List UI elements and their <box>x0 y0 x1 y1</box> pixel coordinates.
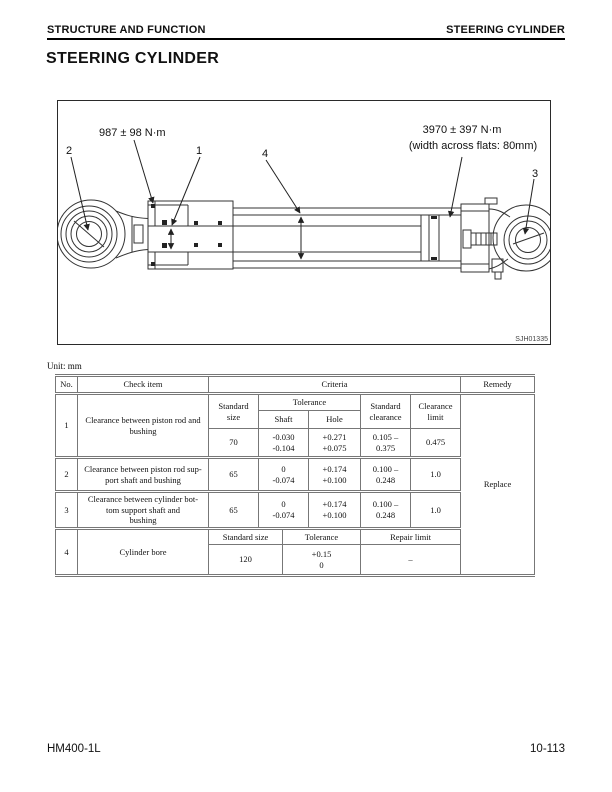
dimension-arrows <box>167 216 305 260</box>
row4-check-item: Cylinder bore <box>77 527 209 576</box>
rod-shank <box>115 210 149 259</box>
row1-check-item: Clearance between piston rod and bushing <box>77 392 209 458</box>
row3-shaft: 0 -0.074 <box>258 490 309 529</box>
torque-label-right-line1: 3970 ± 397 N·m <box>423 124 502 136</box>
col-header-criteria: Criteria <box>207 375 462 394</box>
row1-standard-clearance: 0.105 – 0.375 <box>360 428 411 458</box>
row4-repair-limit: – <box>359 544 462 576</box>
cylinder-diagram: 987 ± 98 N·m 2 1 4 3970 ± 397 N·m (width… <box>58 124 550 343</box>
cylinder-head <box>147 200 234 270</box>
callout-2: 2 <box>66 145 72 157</box>
subheader-tolerance: Tolerance <box>258 392 361 411</box>
row2-shaft: 0 -0.074 <box>258 456 309 492</box>
header-chapter-title: STEERING CYLINDER <box>446 24 565 36</box>
callout-1: 1 <box>196 145 202 157</box>
subheader-standard-clearance: Standard clearance <box>360 392 411 429</box>
unit-label: Unit: mm <box>47 361 82 371</box>
row2-standard-clearance: 0.100 – 0.248 <box>360 456 411 492</box>
figure-id: SJH01335 <box>515 336 548 343</box>
row2-hole: +0.174 +0.100 <box>308 456 361 492</box>
row1-no: 1 <box>55 392 78 458</box>
row1-clearance-limit: 0.475 <box>409 428 462 458</box>
bottom-cap <box>460 197 511 280</box>
criteria-subheader-row-1: 1 Clearance between piston rod and bushi… <box>55 392 536 576</box>
row4-subheader-standard-size: Standard size <box>208 527 283 545</box>
row4-subheader-repair-limit: Repair limit <box>359 527 462 545</box>
table-row-3: 3 Clearance between cylinder bot- tom su… <box>55 490 535 529</box>
table-row-4-values: 120 +0.15 0 – <box>56 544 535 576</box>
row1-shaft: -0.030 -0.104 <box>258 428 309 458</box>
row3-no: 3 <box>55 490 78 529</box>
subheader-hole: Hole <box>308 410 361 429</box>
remedy-value: Replace <box>460 392 536 576</box>
col-header-no: No. <box>55 375 78 394</box>
row1-hole: +0.271 +0.075 <box>308 428 361 458</box>
row2-clearance-limit: 1.0 <box>409 456 462 492</box>
piston-assembly <box>420 214 462 262</box>
col-header-check-item: Check item <box>77 375 209 394</box>
callout-3: 3 <box>532 168 538 180</box>
leader-lines <box>70 139 535 235</box>
table-header-row: No. Check item Criteria Remedy <box>55 375 536 394</box>
cylinder-barrel <box>232 207 462 269</box>
row1-standard-size: 70 <box>208 428 259 458</box>
cylinder-section-drawing <box>58 197 550 280</box>
subheader-clearance-limit: Clearance limit <box>409 392 462 429</box>
footer-page-number: 10-113 <box>530 743 565 755</box>
head-seals <box>151 204 222 266</box>
row2-no: 2 <box>55 456 78 492</box>
criteria-subheader-row-2: Shaft Hole <box>56 410 535 429</box>
header-section-title: STRUCTURE AND FUNCTION <box>47 24 206 36</box>
header-rule <box>47 38 565 40</box>
subheader-shaft: Shaft <box>258 410 309 429</box>
row3-check-item: Clearance between cylinder bot- tom supp… <box>77 490 209 529</box>
col-header-remedy: Remedy <box>460 375 536 394</box>
row2-standard-size: 65 <box>208 456 259 492</box>
torque-label-right-line2: (width across flats: 80mm) <box>409 140 537 152</box>
callout-4: 4 <box>262 148 268 160</box>
figure-frame: 987 ± 98 N·m 2 1 4 3970 ± 397 N·m (width… <box>57 100 551 345</box>
row3-clearance-limit: 1.0 <box>409 490 462 529</box>
row4-subheader-tolerance: Tolerance <box>282 527 361 545</box>
rod-eye-right <box>492 204 550 272</box>
footer-model: HM400-1L <box>47 743 101 755</box>
row3-standard-clearance: 0.100 – 0.248 <box>360 490 411 529</box>
row4-standard-size: 120 <box>208 544 283 576</box>
row4-tolerance: +0.15 0 <box>282 544 361 576</box>
page-title: STEERING CYLINDER <box>46 50 220 67</box>
subheader-standard-size: Standard size <box>208 392 259 429</box>
row2-check-item: Clearance between piston rod sup- port s… <box>77 456 209 492</box>
row3-hole: +0.174 +0.100 <box>308 490 361 529</box>
rod-eye-left <box>58 199 126 269</box>
row4-no: 4 <box>55 527 78 576</box>
row3-standard-size: 65 <box>208 490 259 529</box>
torque-label-left: 987 ± 98 N·m <box>99 127 166 139</box>
spec-table: No. Check item Criteria Remedy 1 Clearan… <box>55 374 536 577</box>
